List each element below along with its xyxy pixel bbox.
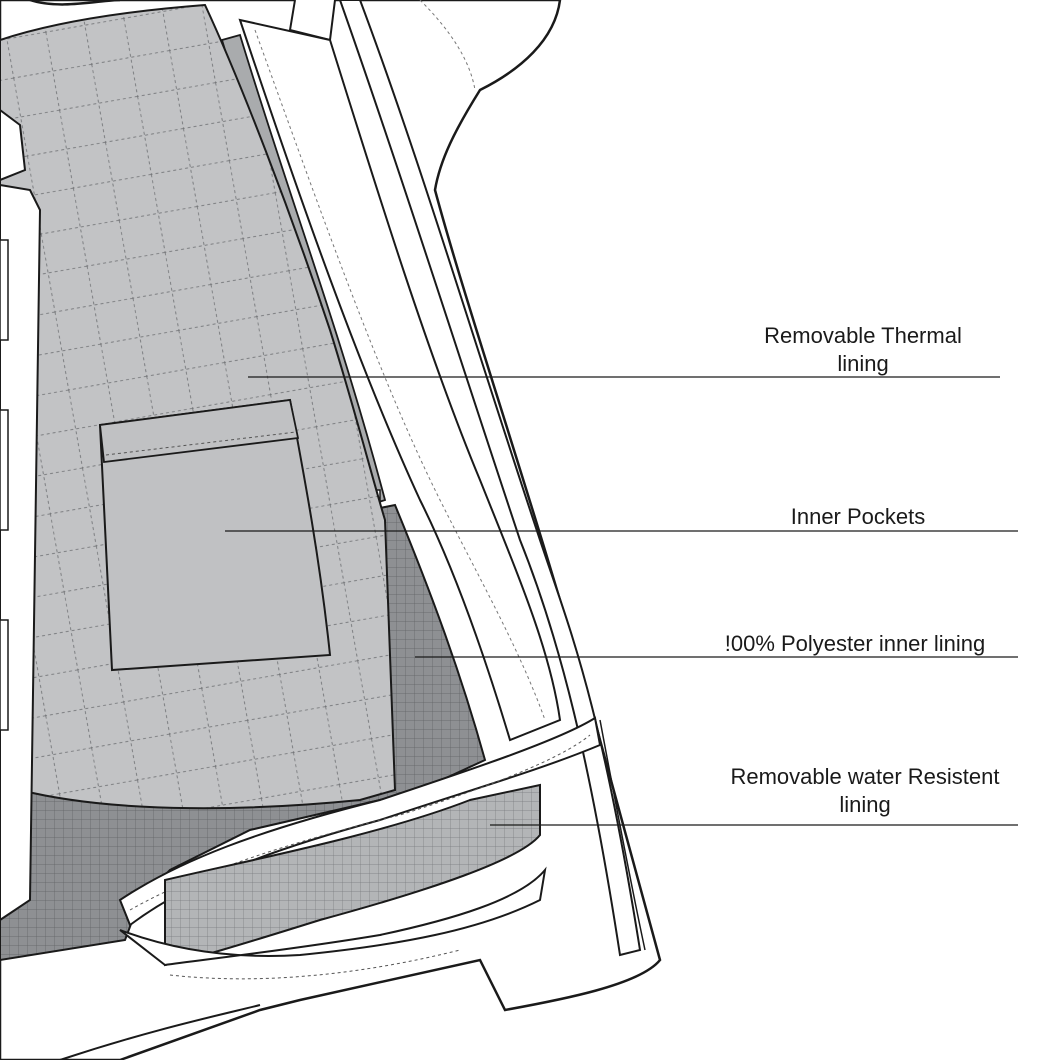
- inner-pocket-welt: [99, 398, 300, 464]
- bottom-hem-stitch: [169, 949, 461, 980]
- water-resistant-lining-panel: [164, 783, 541, 967]
- label-water-line1: Removable water Resistent: [730, 764, 1000, 789]
- front-placket-inner: [238, 18, 562, 742]
- label-inner-pockets: Inner Pockets: [770, 503, 946, 531]
- label-thermal-line1: Removable Thermal: [764, 323, 962, 348]
- bottom-curve: [59, 1004, 261, 1060]
- left-side-tab-2: [0, 409, 9, 531]
- hem-band: [118, 716, 602, 927]
- label-polyester-line1: !00% Polyester inner lining: [724, 631, 986, 656]
- pocket-stitch: [105, 431, 297, 456]
- collar-stitch: [419, 0, 476, 91]
- bottom-hem-fold: [119, 866, 547, 967]
- left-side-seam: [0, 183, 42, 922]
- front-placket-outer: [338, 0, 642, 957]
- inner-lining-panel: [0, 503, 487, 962]
- placket-stitch: [254, 29, 546, 721]
- left-side-tab-1: [0, 239, 9, 341]
- label-thermal-line2: lining: [837, 351, 889, 376]
- label-water-line2: lining: [839, 792, 891, 817]
- label-water-resistant-lining: Removable water Resistent lining: [715, 763, 1015, 819]
- left-collar-fold: [0, 108, 27, 182]
- collar-left: [29, 0, 121, 6]
- placket-stitch-2: [599, 719, 646, 951]
- label-thermal-lining: Removable Thermal lining: [740, 322, 986, 378]
- left-side-tab-3: [0, 619, 9, 731]
- label-pockets-line1: Inner Pockets: [790, 504, 926, 529]
- label-polyester-lining: !00% Polyester inner lining: [710, 630, 1000, 658]
